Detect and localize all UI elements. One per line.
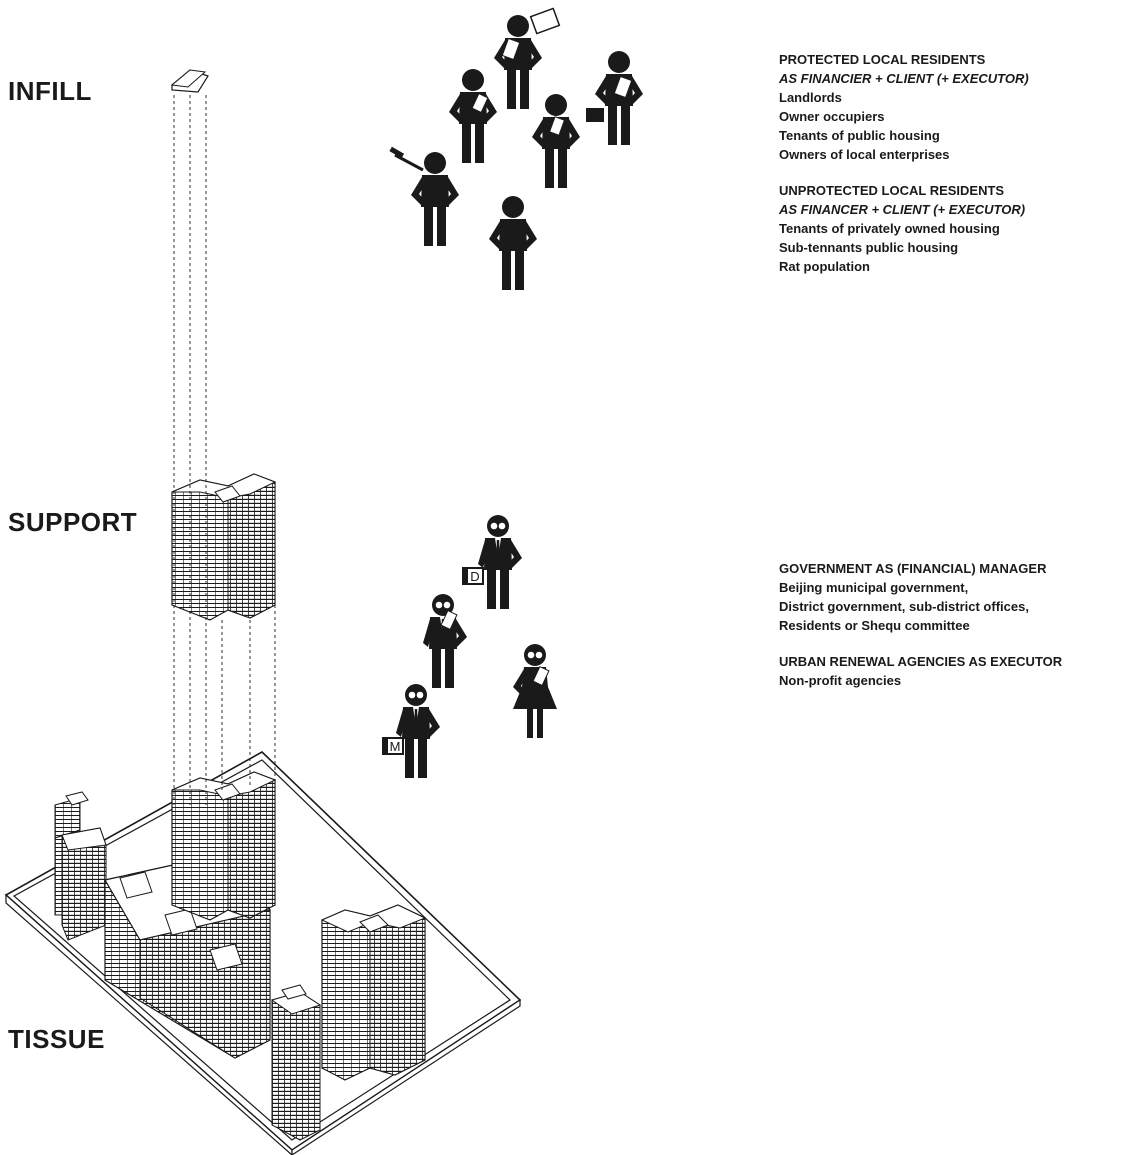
resident-figure bbox=[489, 196, 537, 290]
list-item: Landlords bbox=[779, 90, 842, 105]
resident-figure bbox=[595, 51, 643, 145]
legend-residents: PROTECTED LOCAL RESIDENTS AS FINANCIER +… bbox=[779, 50, 1029, 293]
hammer-icon bbox=[394, 153, 424, 172]
list-item: Non-profit agencies bbox=[779, 673, 902, 688]
legend-group-protected: PROTECTED LOCAL RESIDENTS AS FINANCIER +… bbox=[779, 50, 1029, 164]
document-icon bbox=[501, 37, 521, 61]
briefcase-icon bbox=[586, 108, 604, 122]
list-item: District government, sub-district office… bbox=[779, 599, 1029, 614]
infill-module bbox=[170, 69, 209, 93]
list-item: Sub-tennants public housing bbox=[779, 240, 959, 255]
list-item: Tenants of privately owned housing bbox=[779, 221, 1000, 236]
list-item: Residents or Shequ committee bbox=[779, 618, 970, 633]
official-figure bbox=[396, 684, 440, 778]
legend-group-agencies: URBAN RENEWAL AGENCIES AS EXECUTOR Non-p… bbox=[779, 652, 1062, 690]
official-figure bbox=[423, 594, 467, 688]
group-role: AS FINANCER + CLIENT (+ EXECUTOR) bbox=[779, 202, 1026, 217]
document-icon bbox=[532, 665, 550, 687]
list-item: Owners of local enterprises bbox=[779, 147, 950, 162]
resident-figure bbox=[449, 69, 497, 163]
level-label-support: SUPPORT bbox=[8, 507, 138, 537]
document-icon bbox=[471, 92, 489, 114]
document-icon bbox=[613, 75, 633, 99]
level-label-tissue: TISSUE bbox=[8, 1024, 105, 1054]
central-tower-tissue bbox=[171, 771, 277, 921]
official-figure bbox=[513, 644, 557, 738]
badge-municipal: M bbox=[382, 737, 404, 755]
level-label-infill: INFILL bbox=[8, 76, 92, 106]
official-figures bbox=[396, 515, 557, 778]
document-icon bbox=[529, 7, 561, 35]
group-heading: GOVERNMENT AS (FINANCIAL) MANAGER bbox=[779, 561, 1047, 576]
group-role: AS FINANCIER + CLIENT (+ EXECUTOR) bbox=[779, 71, 1029, 86]
resident-figures bbox=[389, 7, 643, 290]
list-item: Owner occupiers bbox=[779, 109, 885, 124]
projection-lines bbox=[173, 95, 276, 805]
central-tower-support bbox=[171, 473, 277, 621]
badge-letter: D bbox=[470, 569, 479, 584]
document-icon bbox=[548, 116, 566, 136]
legend-authorities: GOVERNMENT AS (FINANCIAL) MANAGER Beijin… bbox=[779, 559, 1062, 707]
badge-letter: M bbox=[390, 739, 401, 754]
group-heading: PROTECTED LOCAL RESIDENTS bbox=[779, 52, 986, 67]
legend-group-government: GOVERNMENT AS (FINANCIAL) MANAGER Beijin… bbox=[779, 559, 1062, 635]
document-icon bbox=[440, 609, 458, 631]
official-figure bbox=[478, 515, 522, 609]
group-heading: UNPROTECTED LOCAL RESIDENTS bbox=[779, 183, 1005, 198]
badge-district: D bbox=[462, 567, 484, 585]
resident-figure bbox=[532, 94, 580, 188]
legend-group-unprotected: UNPROTECTED LOCAL RESIDENTS AS FINANCER … bbox=[779, 181, 1029, 276]
list-item: Rat population bbox=[779, 259, 870, 274]
group-heading: URBAN RENEWAL AGENCIES AS EXECUTOR bbox=[779, 654, 1063, 669]
list-item: Tenants of public housing bbox=[779, 128, 940, 143]
list-item: Beijing municipal government, bbox=[779, 580, 969, 595]
